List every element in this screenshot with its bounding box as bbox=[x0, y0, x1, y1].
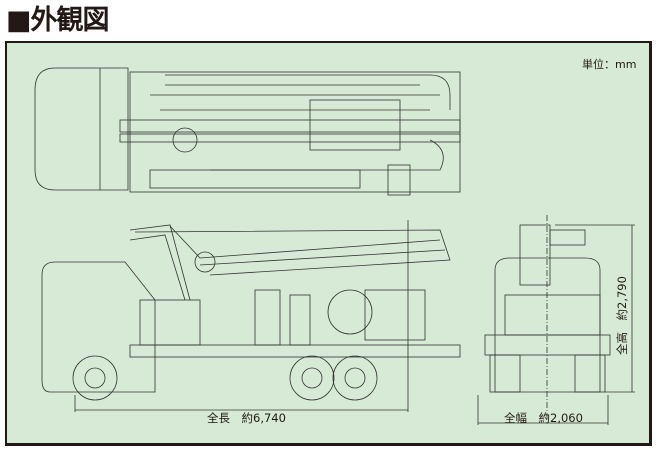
page-title: ■外観図 bbox=[6, 5, 110, 36]
drawing-panel bbox=[5, 41, 652, 446]
rear-view bbox=[477, 215, 635, 425]
overall-width-label: 全幅 約2,060 bbox=[504, 411, 583, 425]
overall-height-label: 全高 約2,790 bbox=[615, 276, 629, 355]
top-view bbox=[34, 67, 461, 196]
side-view bbox=[41, 220, 461, 412]
overall-length-label: 全長 約6,740 bbox=[207, 411, 286, 425]
unit-label: 単位：mm bbox=[582, 58, 637, 71]
